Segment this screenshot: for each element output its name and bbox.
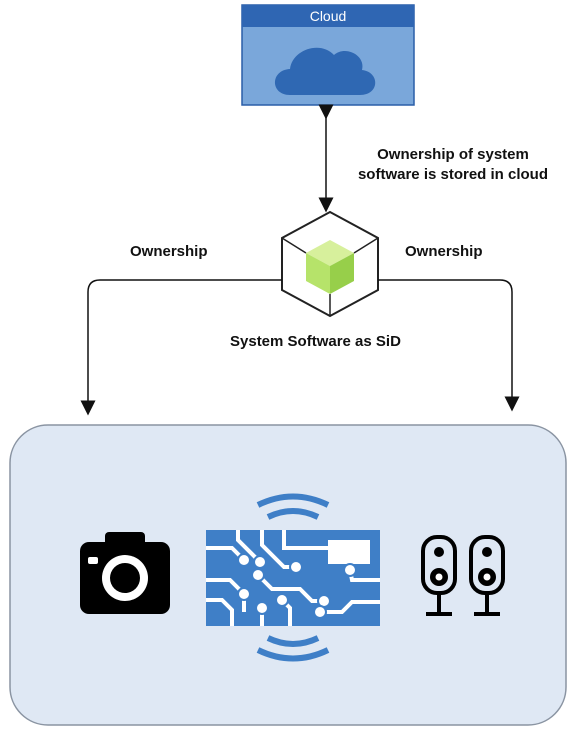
cloud-title: Cloud [309,8,347,24]
speakers-icon [421,535,505,616]
ownership-left-label: Ownership [130,243,208,260]
system-software-label: System Software as SiD [230,333,401,350]
ownership-right-label: Ownership [405,243,483,260]
ownership-left-arrow [80,279,282,416]
speaker-left-icon [421,535,457,616]
camera-icon [80,532,170,614]
cloud-ownership-label: Ownership of system software is stored i… [357,146,549,183]
circuit-board-icon [206,493,380,662]
speaker-right-icon [469,535,505,616]
cloud-box [241,4,415,106]
cloud-icon [275,47,376,95]
ownership-right-arrow [378,279,520,412]
system-software-cube-icon [281,210,379,318]
